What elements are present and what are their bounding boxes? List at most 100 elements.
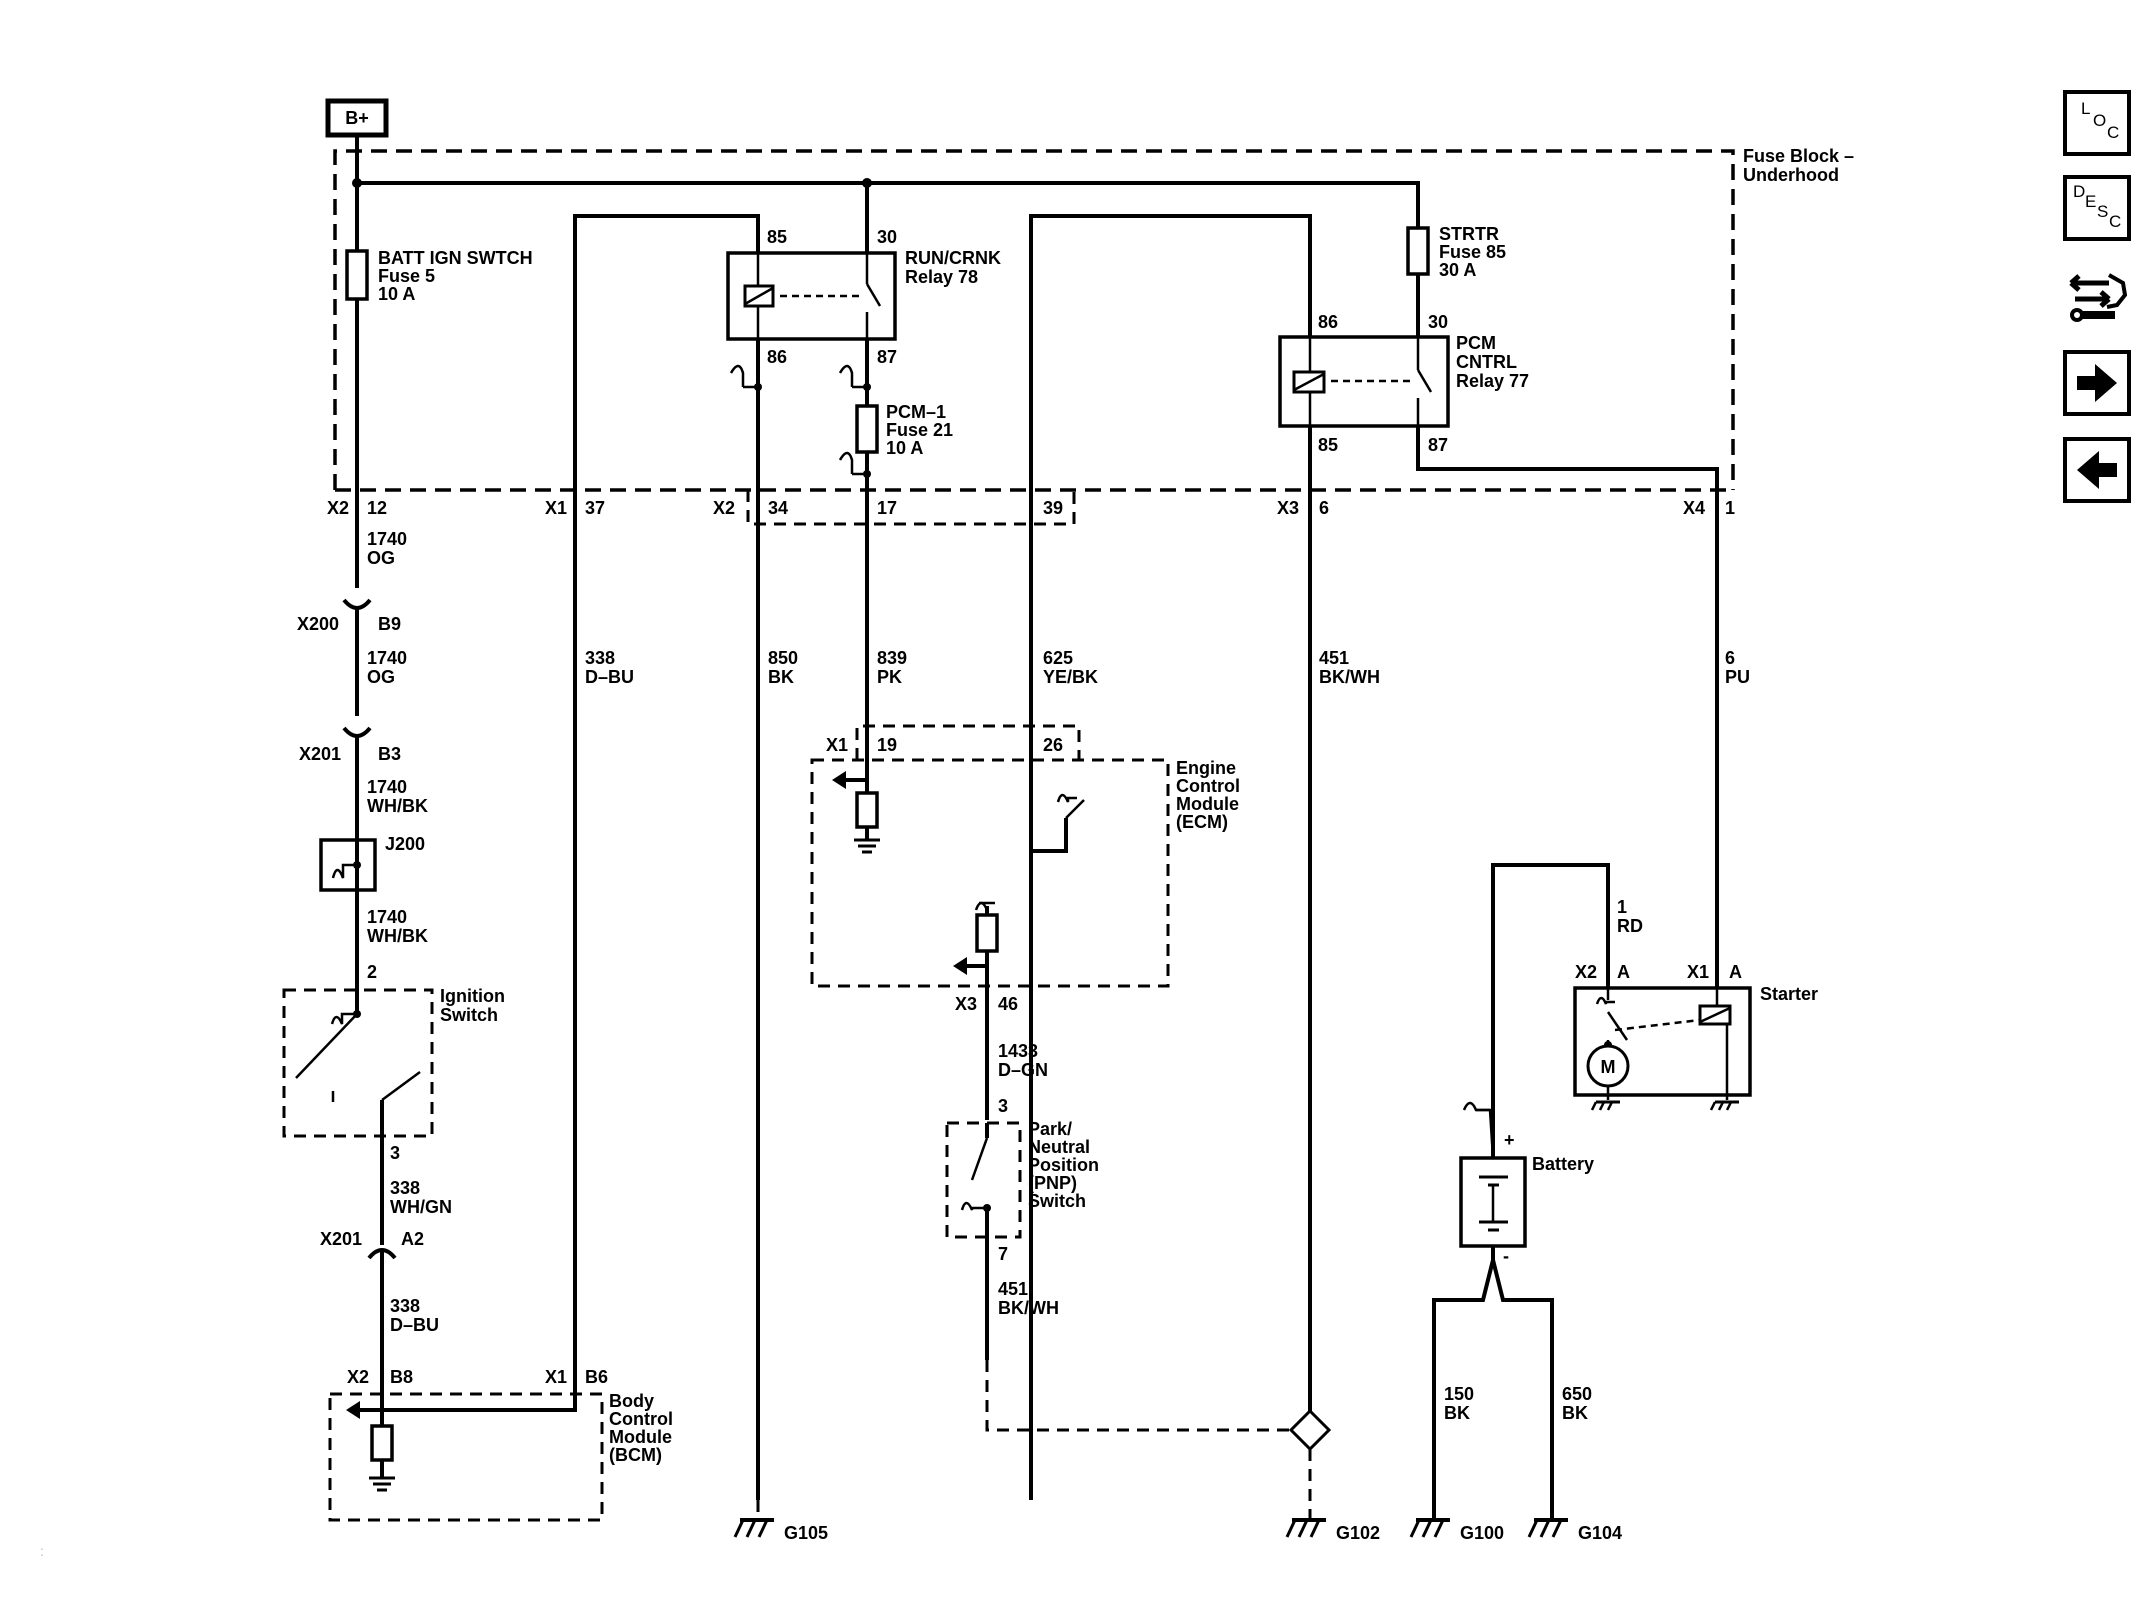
fuse5-label: BATT IGN SWTCH: [378, 248, 533, 268]
connector-tool-button[interactable]: [2063, 265, 2131, 331]
conn-x201: X201: [320, 1229, 362, 1249]
battery: + Battery - 150 BK 650 BK: [1432, 1101, 1594, 1520]
pin-a: A: [1617, 962, 1630, 982]
pnp-label-3: Position: [1028, 1155, 1099, 1175]
wire-625-color: YE/BK: [1043, 667, 1098, 687]
ignition-switch-label: Ignition: [440, 986, 505, 1006]
fuse5-label-2: Fuse 5: [378, 266, 435, 286]
bcm-label-4: (BCM): [609, 1445, 662, 1465]
wire-850-number: 850: [768, 648, 798, 668]
pin-1: 1: [1725, 498, 1735, 518]
wire-1740-color: WH/BK: [367, 926, 428, 946]
battery-label: Battery: [1532, 1154, 1594, 1174]
corner-mark: :: [40, 1543, 44, 1559]
wire-451-color: BK/WH: [1319, 667, 1380, 687]
conn-x1-a: X1: [1687, 962, 1709, 982]
wire-1740-number: 1740: [367, 777, 407, 797]
pin-46: 46: [998, 994, 1018, 1014]
pin-7: 7: [998, 1244, 1008, 1264]
relay78-pin-85: 85: [767, 227, 787, 247]
desc-letter-s: S: [2097, 202, 2108, 221]
pin-34: 34: [768, 498, 788, 518]
pin-3: 3: [390, 1143, 400, 1163]
previous-page-button[interactable]: [2063, 437, 2131, 503]
pin-2: 2: [367, 962, 377, 982]
wire-650-number: 650: [1562, 1384, 1592, 1404]
wire-1740-number: 1740: [367, 907, 407, 927]
relay78-label: RUN/CRNK: [905, 248, 1001, 268]
ground-leads: [756, 1345, 1312, 1520]
ground-g102: G102: [1285, 1518, 1380, 1543]
pin-19: 19: [877, 735, 897, 755]
next-page-button[interactable]: [2063, 350, 2131, 416]
desc-letter-c: C: [2109, 212, 2121, 231]
pin-26: 26: [1043, 735, 1063, 755]
wire-650-color: BK: [1562, 1403, 1588, 1423]
relay78-pin-86: 86: [767, 347, 787, 367]
ecm-label-4: (ECM): [1176, 812, 1228, 832]
desc-letter-d: D: [2073, 182, 2085, 201]
arrow-left-icon: [2077, 451, 2117, 489]
battery-positive-source: B+: [325, 98, 389, 160]
conn-x1-37: X1: [545, 498, 567, 518]
wire-1740-number: 1740: [367, 648, 407, 668]
fuse5-rating: 10 A: [378, 284, 415, 304]
wire-1740-color: OG: [367, 667, 395, 687]
pin-12: 12: [367, 498, 387, 518]
conn-x3-6: X3: [1277, 498, 1299, 518]
conn-x4-1: X4: [1683, 498, 1705, 518]
ignition-switch: Ignition Switch 3: [282, 986, 505, 1163]
pin-b3: B3: [378, 744, 401, 764]
ground-label-g105: G105: [784, 1523, 828, 1543]
ecm-label-3: Module: [1176, 794, 1239, 814]
wire-338-color: D–BU: [390, 1315, 439, 1335]
fuse-block-underhood: Fuse Block – Underhood: [333, 146, 1854, 526]
fuse85-label-2: Fuse 85: [1439, 242, 1506, 262]
conn-x2-12: X2: [327, 498, 349, 518]
fuse-block-label-2: Underhood: [1743, 165, 1839, 185]
pin-b8: B8: [390, 1367, 413, 1387]
arrow-right-icon: [2077, 364, 2117, 402]
ground-g105: G105: [733, 1518, 828, 1543]
circuit-338: 338 WH/GN X201 A2 338 D–BU: [320, 1136, 452, 1410]
desc-letter-e: E: [2085, 192, 2096, 211]
wire-839-number: 839: [877, 648, 907, 668]
pnp-label-5: Switch: [1028, 1191, 1086, 1211]
wire-1-number: 1: [1617, 897, 1627, 917]
description-view-button[interactable]: D E S C: [2063, 175, 2131, 241]
ignition-circuit: 1740 OG X200 B9 1740 OG X201 B3 1740 WH/…: [297, 490, 428, 1013]
pin-39: 39: [1043, 498, 1063, 518]
mid-wire-labels: 338 D–BU 850 BK 839 PK 625 YE/BK 451 BK/…: [585, 648, 1750, 687]
ignition-switch-label-2: Switch: [440, 1005, 498, 1025]
relay77-label: PCM: [1456, 333, 1496, 353]
loc-letter-l: L: [2081, 99, 2090, 118]
bplus-label: B+: [345, 108, 369, 128]
engine-control-module: X1 19 26 Engine Control Module (ECM) X3 …: [810, 724, 1240, 1120]
fuse-5: BATT IGN SWTCH Fuse 5 10 A: [345, 183, 533, 490]
wire-625-number: 625: [1043, 648, 1073, 668]
wire-150-color: BK: [1444, 1403, 1470, 1423]
wire-338-number: 338: [390, 1296, 420, 1316]
wire-850-color: BK: [768, 667, 794, 687]
motor-label: M: [1601, 1057, 1616, 1077]
starter-label: Starter: [1760, 984, 1818, 1004]
pin-a: A: [1729, 962, 1742, 982]
conn-x2-b8: X2: [347, 1367, 369, 1387]
connector-tool-icon: [2069, 273, 2128, 322]
location-view-button[interactable]: L O C: [2063, 90, 2131, 156]
bcm-label: Body: [609, 1391, 654, 1411]
battery-plus: +: [1504, 1130, 1515, 1150]
loc-letter-o: O: [2093, 111, 2106, 130]
wire-338-number: 338: [390, 1178, 420, 1198]
park-neutral-position-switch: 3 Park/ Neutral Position (PNP) Switch 7 …: [945, 1096, 1332, 1520]
splice-j200: J200: [385, 834, 425, 854]
run-crank-relay-78: 85 30 86 87 RUN/CRNK Relay 78: [573, 183, 1001, 1500]
pnp-label-4: (PNP): [1028, 1173, 1077, 1193]
ground-label-g100: G100: [1460, 1523, 1504, 1543]
fuse-block-label: Fuse Block –: [1743, 146, 1854, 166]
fuse21-label-2: Fuse 21: [886, 420, 953, 440]
fuse85-rating: 30 A: [1439, 260, 1476, 280]
conn-x1-b6: X1: [545, 1367, 567, 1387]
bcm-label-2: Control: [609, 1409, 673, 1429]
